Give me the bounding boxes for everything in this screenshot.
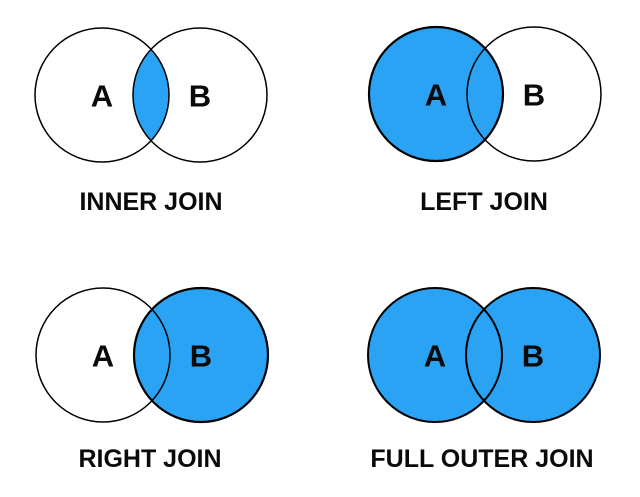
left-join-venn: A B [367, 25, 602, 163]
left-join-circle-b [466, 26, 602, 162]
right-join-circle-b-shaded [132, 286, 270, 424]
inner-join-label-a: A [91, 79, 113, 114]
inner-join-label-b: B [189, 79, 211, 114]
full-outer-join-circle-b-outline [465, 287, 601, 423]
left-join-label-a: A [425, 78, 447, 113]
inner-join-venn: A B [34, 27, 268, 163]
left-join-circle-a-shaded [367, 25, 505, 163]
inner-join-circle-b [132, 27, 268, 163]
inner-join-diagram: A B INNER JOIN [0, 0, 320, 248]
left-join-label-b: B [523, 78, 545, 113]
full-outer-join-diagram: A B FULL OUTER JOIN [320, 248, 640, 497]
full-outer-join-circle-a-shaded [368, 288, 502, 422]
left-join-diagram: A B LEFT JOIN [320, 0, 640, 248]
inner-join-circle-a [34, 27, 170, 163]
full-outer-join-label-b: B [522, 339, 544, 374]
full-outer-join-venn: A B [367, 287, 601, 423]
left-join-caption: LEFT JOIN [420, 188, 548, 216]
right-join-caption: RIGHT JOIN [78, 445, 222, 473]
right-join-label-b: B [190, 339, 212, 374]
full-outer-join-label-a: A [424, 339, 446, 374]
right-join-diagram: A B RIGHT JOIN [0, 248, 320, 497]
inner-join-caption: INNER JOIN [79, 188, 223, 216]
right-join-label-a: A [92, 339, 114, 374]
right-join-venn: A B [35, 286, 270, 424]
full-outer-join-circle-b-shaded [466, 288, 600, 422]
full-outer-join-caption: FULL OUTER JOIN [370, 445, 594, 473]
right-join-circle-a [35, 287, 171, 423]
full-outer-join-circle-a-outline [367, 287, 503, 423]
